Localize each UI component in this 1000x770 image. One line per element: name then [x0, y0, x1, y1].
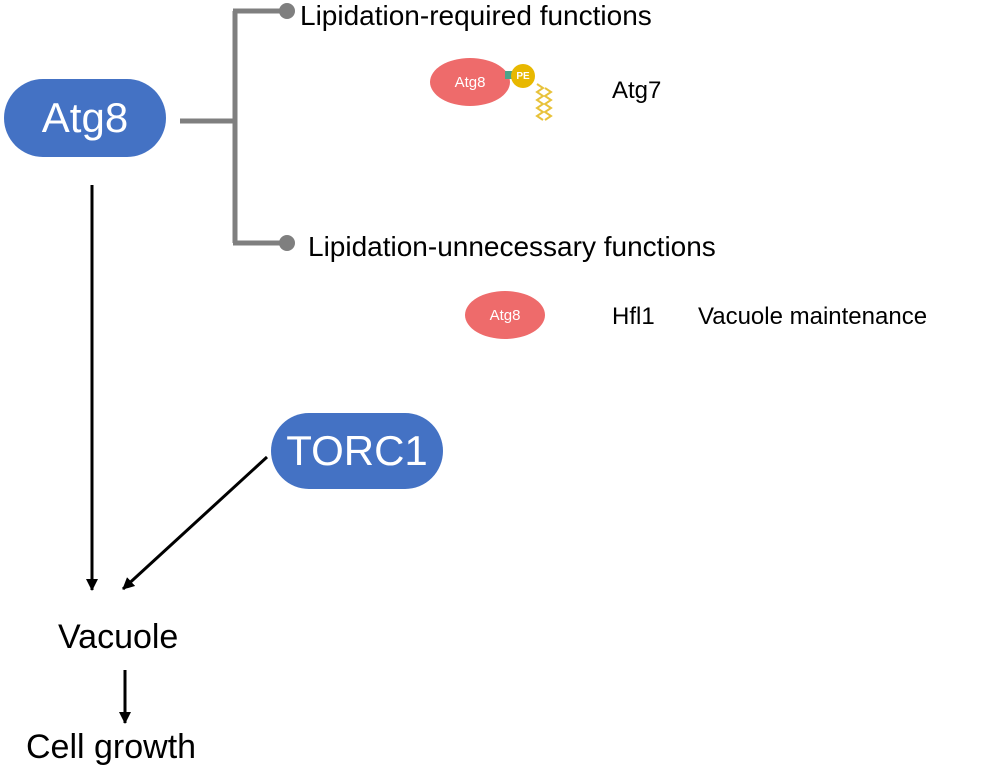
atg8-node: Atg8 — [4, 79, 166, 157]
torc1-node: TORC1 — [271, 413, 443, 489]
pe-head-icon: PE — [511, 64, 535, 88]
lipid-tails-icon — [535, 83, 553, 121]
linker-icon — [505, 71, 514, 79]
hfl1-label: Hfl1 — [612, 303, 655, 330]
branch-dot-unnecessary — [279, 235, 295, 251]
lipidated-atg8-oval: Atg8 — [430, 58, 510, 106]
lipidation-unnecessary-title: Lipidation-unnecessary functions — [308, 231, 716, 262]
atg8-node-label: Atg8 — [41, 94, 129, 141]
vacuole-maintenance-label: Vacuole maintenance — [698, 303, 928, 330]
unlipidated-atg8-oval: Atg8 — [465, 291, 545, 339]
atg7-label: Atg7 — [612, 77, 662, 104]
branch-dot-required — [279, 3, 295, 19]
vacuole-label: Vacuole — [58, 618, 179, 656]
lipidated-atg8-label: Atg8 — [454, 73, 486, 91]
cell-growth-label: Cell growth — [26, 728, 197, 766]
lipidation-required-title: Lipidation-required functions — [300, 0, 652, 31]
pe-label: PE — [516, 70, 530, 82]
torc1-node-label: TORC1 — [286, 427, 428, 474]
unlipidated-atg8-label: Atg8 — [489, 306, 521, 324]
arrow-torc1-to-vacuole — [121, 455, 269, 591]
